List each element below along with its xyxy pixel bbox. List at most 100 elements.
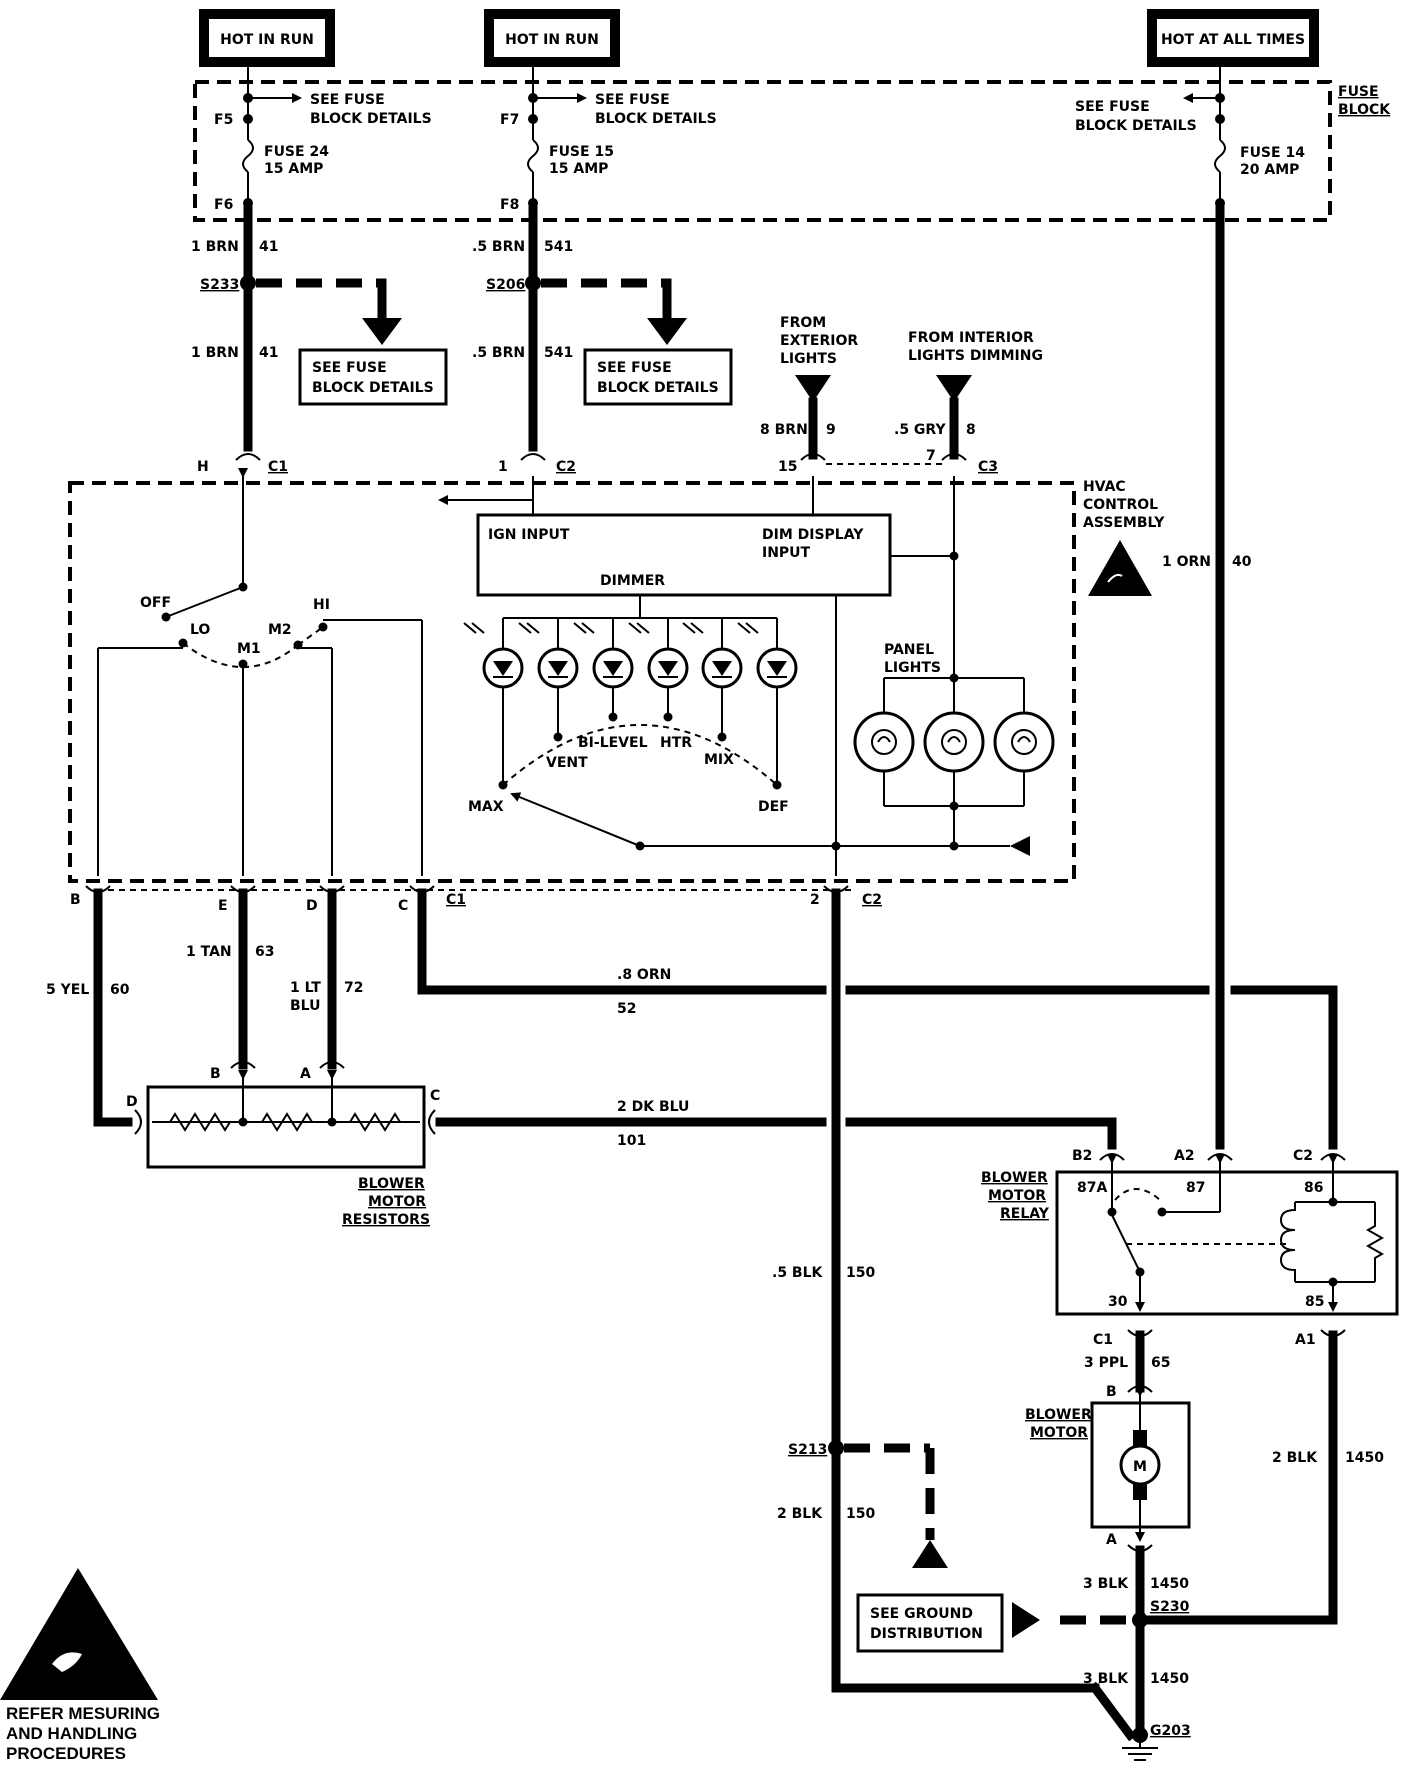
fuse-block-title-2: BLOCK [1338, 102, 1391, 118]
svg-text:BLOCK DETAILS: BLOCK DETAILS [595, 111, 717, 127]
esd-handling-note: REFER MESURING AND HANDLING PROCEDURES [0, 1568, 160, 1763]
svg-text:60: 60 [110, 982, 130, 998]
svg-text:D: D [126, 1094, 138, 1110]
svg-text:9: 9 [826, 422, 836, 438]
svg-text:1 TAN: 1 TAN [186, 944, 232, 960]
svg-text:SEE FUSE: SEE FUSE [310, 92, 385, 108]
svg-text:MOTOR: MOTOR [988, 1188, 1046, 1204]
svg-text:LIGHTS DIMMING: LIGHTS DIMMING [908, 348, 1043, 364]
svg-text:SEE FUSE: SEE FUSE [595, 92, 670, 108]
fuse-block-title: FUSE [1338, 84, 1379, 100]
svg-text:OFF: OFF [140, 595, 171, 611]
svg-text:65: 65 [1151, 1355, 1170, 1371]
svg-text:52: 52 [617, 1001, 636, 1017]
svg-text:DIM DISPLAY: DIM DISPLAY [762, 527, 864, 543]
svg-text:1: 1 [498, 459, 508, 475]
svg-text:BLOWER: BLOWER [358, 1176, 425, 1192]
svg-text:C2: C2 [862, 892, 882, 908]
svg-text:AND HANDLING: AND HANDLING [6, 1724, 137, 1743]
svg-text:1 ORN: 1 ORN [1162, 554, 1211, 570]
svg-text:1450: 1450 [1150, 1576, 1189, 1592]
svg-text:41: 41 [259, 345, 278, 361]
svg-text:5 YEL: 5 YEL [46, 982, 89, 998]
wire-40: 1 ORN 40 [1162, 205, 1252, 1150]
source-label: HOT IN RUN [220, 32, 314, 48]
svg-text:BLOCK DETAILS: BLOCK DETAILS [597, 380, 719, 396]
ground-g203: G203 [1122, 1723, 1191, 1761]
svg-text:15 AMP: 15 AMP [264, 161, 323, 177]
svg-text:MOTOR: MOTOR [368, 1194, 426, 1210]
wire-150: .5 BLK 150 2 BLK 150 S213 [772, 888, 1137, 1742]
s233-see-fuse-details: SEE FUSE BLOCK DETAILS [256, 278, 448, 406]
svg-text:541: 541 [544, 239, 573, 255]
svg-text:15: 15 [778, 459, 797, 475]
svg-text:101: 101 [617, 1133, 646, 1149]
svg-text:20 AMP: 20 AMP [1240, 162, 1299, 178]
svg-text:86: 86 [1304, 1180, 1323, 1196]
hvac-bottom-connectors: B E D C C1 2 C2 [70, 885, 882, 914]
svg-text:.5 BRN: .5 BRN [472, 239, 525, 255]
svg-text:1450: 1450 [1345, 1450, 1384, 1466]
svg-text:HI: HI [313, 597, 330, 613]
svg-text:DEF: DEF [758, 799, 789, 815]
wire-541: .5 BRN 541 .5 BRN 541 S206 [472, 205, 573, 452]
svg-text:PROCEDURES: PROCEDURES [6, 1744, 126, 1763]
svg-text:REFER MESURING: REFER MESURING [6, 1704, 160, 1723]
svg-text:SEE FUSE: SEE FUSE [312, 360, 387, 376]
source-label: HOT IN RUN [505, 32, 599, 48]
svg-text:M1: M1 [237, 641, 261, 657]
svg-text:2: 2 [810, 892, 820, 908]
s206-see-fuse-details: SEE FUSE BLOCK DETAILS [541, 278, 733, 406]
svg-text:D: D [306, 898, 318, 914]
svg-text:BLOCK DETAILS: BLOCK DETAILS [312, 380, 434, 396]
blower-motor: B M A BLOWER MOTOR [1025, 1384, 1191, 1552]
svg-text:LIGHTS: LIGHTS [884, 660, 941, 676]
splice-s213: S213 [788, 1442, 827, 1458]
svg-text:G203: G203 [1150, 1723, 1191, 1739]
svg-text:.5 BLK: .5 BLK [772, 1265, 824, 1281]
svg-text:RELAY: RELAY [1000, 1206, 1050, 1222]
svg-text:CONTROL: CONTROL [1083, 497, 1158, 513]
svg-text:150: 150 [846, 1506, 875, 1522]
mode-indicator-leds [463, 595, 798, 785]
svg-text:40: 40 [1232, 554, 1252, 570]
svg-text:PANEL: PANEL [884, 642, 934, 658]
svg-text:H: H [197, 459, 209, 475]
svg-text:C: C [430, 1088, 440, 1104]
svg-text:A1: A1 [1295, 1332, 1316, 1348]
svg-text:DIMMER: DIMMER [600, 573, 665, 589]
svg-text:SEE GROUND: SEE GROUND [870, 1606, 973, 1622]
svg-text:LIGHTS: LIGHTS [780, 351, 837, 367]
svg-text:LO: LO [190, 622, 210, 638]
svg-text:1 BRN: 1 BRN [191, 239, 239, 255]
svg-text:C3: C3 [978, 459, 998, 475]
svg-text:41: 41 [259, 239, 278, 255]
svg-text:BLOCK DETAILS: BLOCK DETAILS [1075, 118, 1197, 134]
svg-text:BLU: BLU [290, 998, 320, 1014]
blower-motor-relay: B2 A2 C2 87A 87 86 30 85 C1 A1 BLOWER MO… [981, 1148, 1399, 1348]
svg-text:INPUT: INPUT [762, 545, 811, 561]
svg-text:C: C [398, 898, 408, 914]
svg-text:RESISTORS: RESISTORS [342, 1212, 430, 1228]
hvac-top-connectors: H C1 1 C2 15 7 C3 [197, 448, 998, 475]
svg-text:MOTOR: MOTOR [1030, 1425, 1088, 1441]
hot-in-run-source-2: HOT IN RUN [484, 9, 620, 67]
hvac-control-assembly-outline [68, 481, 1076, 883]
svg-text:1 BRN: 1 BRN [191, 345, 239, 361]
svg-text:BLOCK DETAILS: BLOCK DETAILS [310, 111, 432, 127]
fuse-24: SEE FUSE BLOCK DETAILS F5 F6 FUSE 24 15 … [214, 67, 432, 213]
svg-text:541: 541 [544, 345, 573, 361]
svg-text:DISTRIBUTION: DISTRIBUTION [870, 1626, 983, 1642]
ign-input-label: IGN INPUT [488, 527, 570, 543]
svg-text:.5 GRY: .5 GRY [894, 422, 946, 438]
svg-text:B2: B2 [1072, 1148, 1092, 1164]
svg-text:30: 30 [1108, 1294, 1128, 1310]
svg-text:7: 7 [926, 448, 936, 464]
wire-101: 2 DK BLU 101 [435, 1099, 1117, 1150]
svg-text:C1: C1 [1093, 1332, 1113, 1348]
svg-text:EXTERIOR: EXTERIOR [780, 333, 858, 349]
svg-text:ASSEMBLY: ASSEMBLY [1083, 515, 1165, 531]
s213-see-ground-distribution: SEE GROUND DISTRIBUTION [844, 1443, 1004, 1653]
wire-72: 1 LT BLU 72 [290, 888, 363, 1070]
